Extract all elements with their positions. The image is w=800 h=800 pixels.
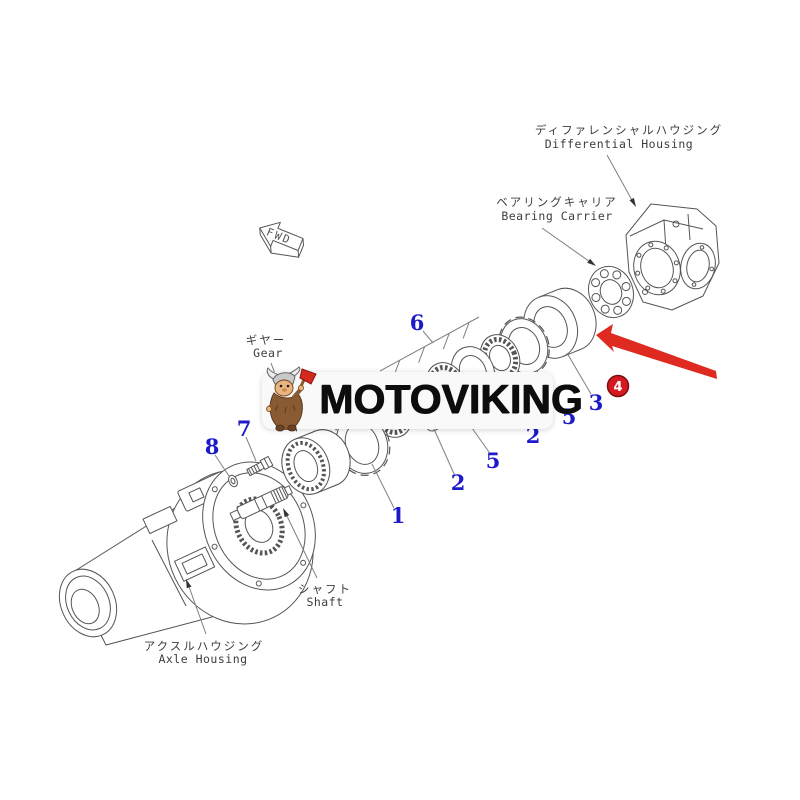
brand-name: MOTOVIKING (319, 375, 583, 422)
axle-housing-drawing (58, 461, 316, 646)
highlight-badge: 4 (606, 374, 630, 398)
callout-4-label: 4 (613, 380, 622, 395)
callout-2-left-label: 2 (451, 470, 466, 495)
callout-6-label: 6 (410, 310, 425, 335)
label-bearing-carrier-en: Bearing Carrier (501, 209, 612, 223)
label-gear-jp: ギヤー (246, 333, 287, 347)
label-shaft-jp: シャフト (298, 582, 352, 596)
fwd-arrow: FWD (259, 221, 305, 258)
label-bearing-carrier-jp: ベアリングキャリア (496, 195, 618, 209)
callout-3-label: 3 (589, 390, 604, 415)
callout-7-label: 7 (237, 416, 252, 441)
label-differential-housing-en: Differential Housing (545, 137, 693, 151)
shaft-drawing (229, 485, 293, 522)
label-differential-housing-jp: ディファレンシャルハウジング (535, 123, 723, 137)
callout-1-label: 1 (391, 503, 406, 528)
label-axle-housing-jp: アクスルハウジング (144, 639, 265, 653)
brand-watermark: MOTOVIKING (262, 366, 582, 432)
label-axle-housing-en: Axle Housing (158, 652, 247, 666)
bolt-drawing (246, 455, 274, 477)
callout-5-left-label: 5 (486, 448, 501, 473)
callout-8-label: 8 (205, 434, 220, 459)
label-shaft-en: Shaft (306, 595, 343, 609)
ring-gear-drawing (281, 429, 351, 495)
bearing-carrier-drawing (587, 265, 635, 319)
differential-housing-drawing (625, 203, 720, 311)
viking-mascot-icon (266, 366, 317, 432)
washer-drawing (228, 474, 238, 488)
highlight-arrow (596, 324, 717, 379)
callout-2-right-label: 2 (526, 423, 541, 448)
bearing-cup-drawing (523, 287, 597, 359)
callout-5-right-label: 5 (562, 404, 577, 429)
label-gear-en: Gear (253, 346, 283, 360)
